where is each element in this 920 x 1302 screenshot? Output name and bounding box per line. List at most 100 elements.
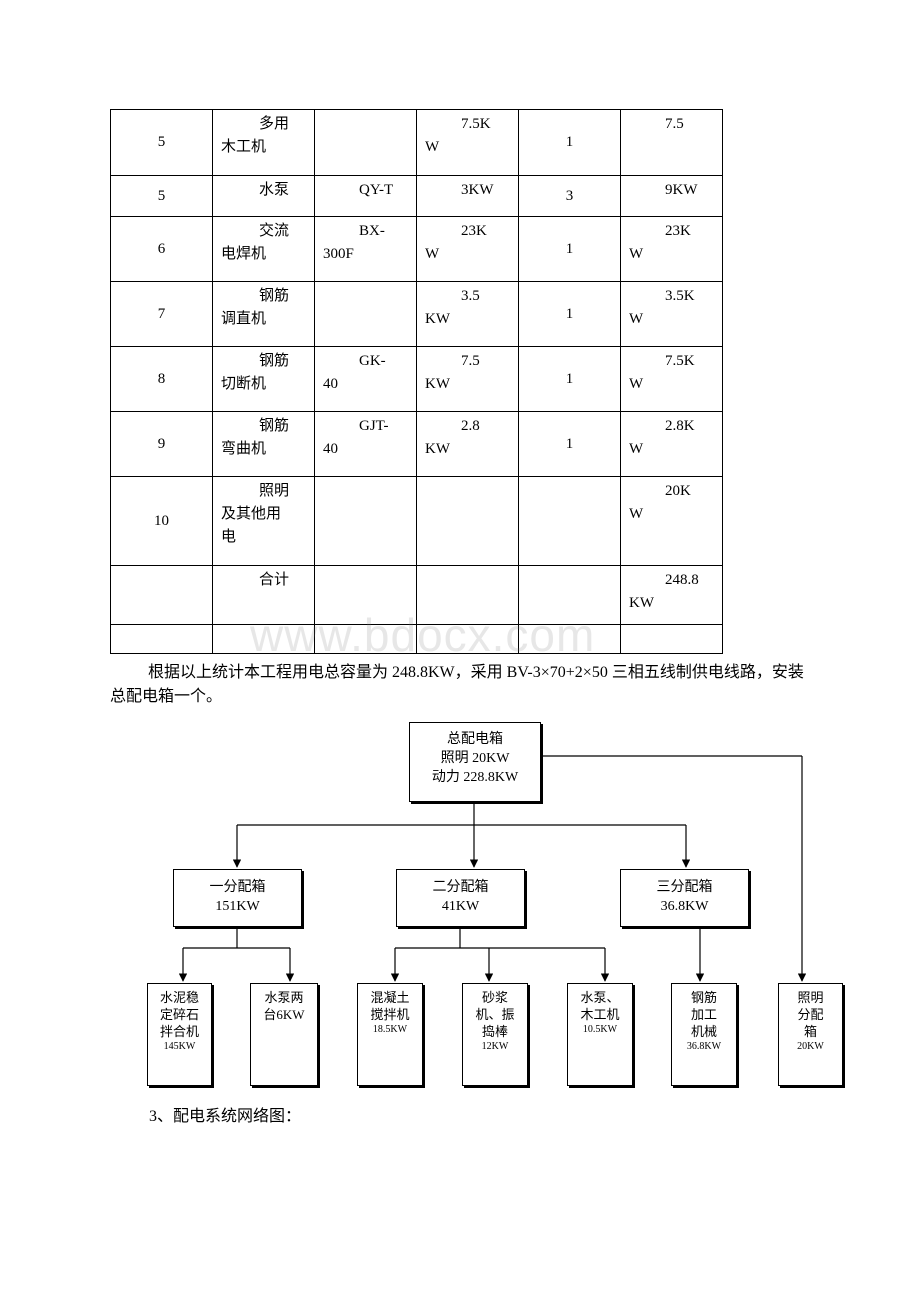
- section-heading: 3、配电系统网络图：: [149, 1108, 302, 1125]
- sub-box-1: 一分配箱 151KW: [173, 869, 302, 927]
- cell-text: 5: [157, 187, 166, 204]
- cell-text: QY-T: [359, 182, 394, 198]
- cell-text: 1: [565, 305, 574, 322]
- table-cell-total: 3.5K W: [620, 281, 723, 347]
- main-box-title: 总配电箱: [447, 732, 503, 747]
- table-cell-model: GK- 40: [314, 346, 417, 412]
- cell-text: 6: [157, 240, 166, 257]
- table-row: 5 水泵 QY-T 3KW 3 9KW: [110, 175, 723, 217]
- leaf-line: 照明: [797, 990, 824, 1005]
- table-cell-name: [212, 624, 315, 654]
- table-cell-total: 7.5K W: [620, 346, 723, 412]
- table-row: [110, 624, 723, 654]
- leaf-box-pump-wood: 水泵、 木工机 10.5KW: [567, 983, 633, 1086]
- cell-text: 3KW: [461, 182, 494, 198]
- leaf-line: 加工: [690, 1007, 717, 1022]
- table-cell-qty: [518, 624, 621, 654]
- table-cell-name: 钢筋 调直机: [212, 281, 315, 347]
- leaf-line: 木工机: [580, 1007, 620, 1022]
- cell-text: 3: [565, 187, 574, 204]
- cell-text: 钢筋 调直机: [221, 288, 290, 327]
- cell-text: 7: [157, 305, 166, 322]
- table-cell-model: QY-T: [314, 175, 417, 217]
- cell-text: 1: [565, 240, 574, 257]
- leaf-box-rebar: 钢筋 加工 机械 36.8KW: [671, 983, 737, 1086]
- sub-box-title: 三分配箱: [656, 880, 713, 895]
- cell-text: 23K W: [629, 223, 691, 262]
- leaf-box-mortar: 砂浆 机、振 捣棒 12KW: [462, 983, 528, 1086]
- capacity-paragraph: 根据以上统计本工程用电总容量为 248.8KW，采用 BV-3×70+2×50 …: [110, 661, 810, 709]
- cell-text: 7.5 KW: [425, 353, 480, 392]
- table-cell-power: 7.5 KW: [416, 346, 519, 412]
- leaf-box-mixer-plant: 水泥稳 定碎石 拌合机 145KW: [147, 983, 212, 1086]
- leaf-line: 台6KW: [263, 1007, 305, 1022]
- cell-text: 多用 木工机: [221, 116, 290, 155]
- table-cell-total: 7.5: [620, 109, 723, 176]
- cell-text: 1: [565, 435, 574, 452]
- cell-text: 10: [154, 512, 169, 529]
- table-cell-total: 20K W: [620, 476, 723, 566]
- table-cell-power: 23K W: [416, 216, 519, 282]
- table-cell-qty: 3: [518, 175, 621, 217]
- cell-text: 1: [565, 370, 574, 387]
- cell-text: 9KW: [665, 182, 698, 198]
- cell-text: 2.8 KW: [425, 418, 480, 457]
- table-cell-name: 交流 电焊机: [212, 216, 315, 282]
- table-cell-no: 6: [110, 216, 213, 282]
- leaf-box-concrete-mixer: 混凝土 搅拌机 18.5KW: [357, 983, 423, 1086]
- table-cell-no: 5: [110, 175, 213, 217]
- sub-box-value: 41KW: [441, 899, 480, 914]
- cell-text: 1: [565, 134, 574, 150]
- cell-text: 7.5K W: [425, 116, 491, 155]
- leaf-value: 36.8KW: [686, 1041, 722, 1052]
- leaf-value: 18.5KW: [372, 1024, 408, 1035]
- leaf-value: 12KW: [481, 1041, 509, 1052]
- table-cell-no: 5: [110, 109, 213, 176]
- cell-text: 水泵: [259, 182, 290, 198]
- cell-text: 248.8 KW: [629, 572, 699, 611]
- leaf-value: 145KW: [163, 1041, 196, 1052]
- leaf-line: 搅拌机: [370, 1007, 410, 1022]
- table-cell-no: [110, 624, 213, 654]
- table-cell-power: 3KW: [416, 175, 519, 217]
- table-cell-total: 9KW: [620, 175, 723, 217]
- leaf-line: 混凝土: [370, 990, 410, 1005]
- table-cell-total: [620, 624, 723, 654]
- leaf-line: 水泵、: [580, 990, 620, 1005]
- table-cell-total: 2.8K W: [620, 411, 723, 477]
- cell-text: 交流 电焊机: [221, 223, 290, 262]
- table-cell-name: 照明 及其他用 电: [212, 476, 315, 566]
- cell-text: 23K W: [425, 223, 487, 262]
- table-cell-qty: 1: [518, 216, 621, 282]
- table-cell-name: 钢筋 切断机: [212, 346, 315, 412]
- table-cell-name: 合计: [212, 565, 315, 625]
- leaf-box-pumps: 水泵两 台6KW: [250, 983, 318, 1086]
- table-cell-model: [314, 476, 417, 566]
- table-cell-power: [416, 476, 519, 566]
- table-cell-name: 水泵: [212, 175, 315, 217]
- sub-box-value: 36.8KW: [660, 899, 709, 914]
- main-box-lighting: 照明 20KW: [440, 751, 510, 766]
- sub-box-value: 151KW: [215, 899, 260, 914]
- cell-text: 3.5K W: [629, 288, 695, 327]
- leaf-value: 10.5KW: [582, 1024, 618, 1035]
- table-cell-power: [416, 624, 519, 654]
- cell-text: 照明 及其他用 电: [221, 483, 290, 545]
- leaf-line: 砂浆: [481, 990, 508, 1005]
- cell-text: 7.5K W: [629, 353, 695, 392]
- sub-box-title: 一分配箱: [209, 880, 266, 895]
- cell-text: GJT- 40: [323, 418, 389, 457]
- leaf-line: 拌合机: [159, 1024, 199, 1039]
- leaf-line: 水泥稳: [159, 990, 199, 1005]
- cell-text: 钢筋 弯曲机: [221, 418, 290, 457]
- cell-text: 8: [157, 370, 166, 387]
- sub-box-2: 二分配箱 41KW: [396, 869, 525, 927]
- leaf-line: 机、振: [475, 1007, 515, 1022]
